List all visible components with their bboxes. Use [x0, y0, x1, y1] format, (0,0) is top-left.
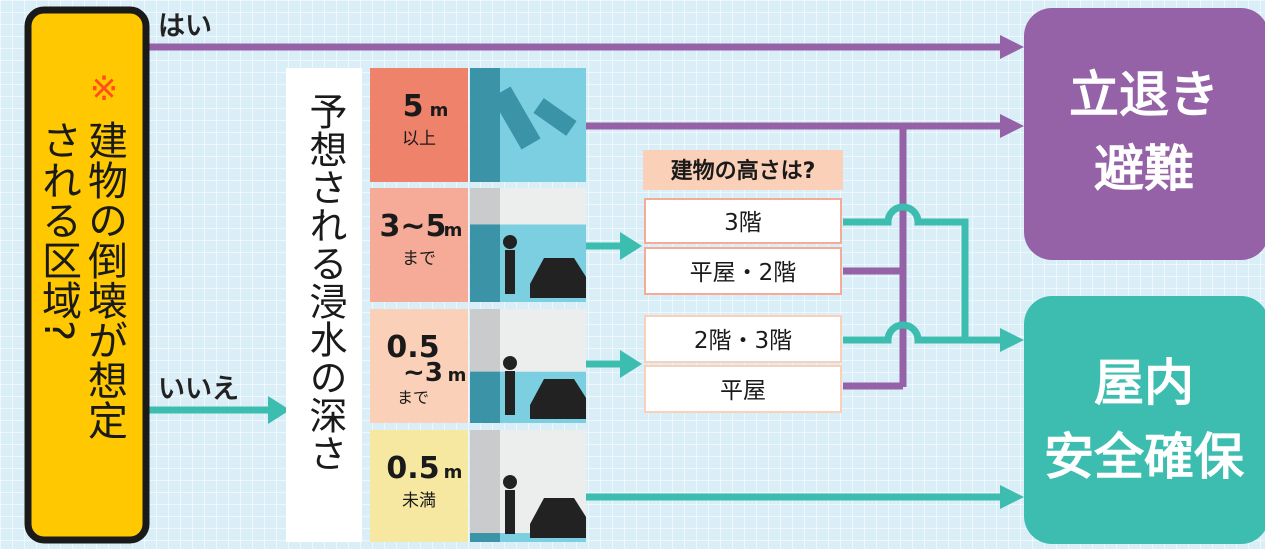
- arrow-yes: [1000, 35, 1024, 59]
- yes-label: はい: [158, 11, 212, 42]
- depth-illustration-2: [470, 309, 586, 423]
- submerged-building: [470, 371, 500, 423]
- car-icon: [530, 258, 586, 298]
- depth-illustration-1: [470, 188, 586, 302]
- outcome-evacuate: 立退き 避難: [1024, 8, 1265, 260]
- no-label: いいえ: [158, 374, 239, 405]
- car-icon: [530, 498, 586, 538]
- depth-suffix-0: 以上: [402, 129, 436, 149]
- question-box-frame: [24, 6, 150, 544]
- depth-value-3: 0.5: [386, 451, 439, 486]
- height-option-3f: [644, 198, 842, 244]
- floor23-line: [843, 321, 1005, 344]
- height-option-3f-label: 3階: [724, 210, 762, 236]
- depth-unit-2: m: [448, 365, 467, 386]
- floor3-line: [843, 203, 969, 338]
- question-line1: 建物の倒壊が想定: [81, 120, 128, 440]
- height-option-23f: [644, 315, 842, 363]
- outcome-indoor-line2: 安全確保: [1044, 428, 1245, 486]
- depth-unit-3: m: [444, 462, 463, 483]
- depth-label-bg: [286, 68, 362, 542]
- depth-illustration-3: [470, 430, 586, 542]
- arrow-indoor: [1000, 328, 1024, 352]
- outcome-indoor-box: [1024, 296, 1265, 544]
- water: [470, 533, 586, 542]
- depth-cell-3: [370, 430, 468, 542]
- depth-suffix-1: まで: [402, 249, 436, 269]
- submerged-building: [470, 224, 500, 302]
- depth-unit-1: m: [444, 220, 463, 241]
- outcome-evacuate-box: [1024, 8, 1265, 260]
- person-body: [505, 371, 515, 415]
- outcome-indoor-line1: 屋内: [1094, 354, 1194, 412]
- height-option-flat-label: 平屋: [720, 378, 766, 404]
- depth-illustration-0: [470, 68, 586, 182]
- arrowheads: [268, 35, 1024, 509]
- arrow-depth3-5: [620, 232, 642, 260]
- person-body: [505, 250, 515, 294]
- depth-value-0: 5: [403, 89, 424, 124]
- height-question-panel: 建物の高さは? 3階 平屋・2階 2階・3階 平屋: [643, 150, 843, 413]
- flow-lines: [146, 43, 1005, 501]
- depth-suffix-2: まで: [397, 388, 429, 407]
- height-option-23f-label: 2階・3階: [694, 328, 792, 354]
- height-option-flat2f: [644, 247, 842, 295]
- depth-value-2: 0.5: [386, 330, 439, 365]
- person-icon: [503, 235, 517, 249]
- debris: [491, 86, 541, 150]
- question-box: ※ 建物の倒壊が想定 される区域?: [24, 6, 150, 544]
- depth-label-panel: 予想される浸水の深さ: [286, 68, 362, 542]
- height-option-flat: [644, 365, 842, 413]
- height-question-bg: [643, 150, 843, 190]
- height-option-flat2f-label: 平屋・2階: [690, 260, 797, 286]
- depth-cell-1: [370, 188, 468, 302]
- depth-cell-2: [370, 309, 468, 423]
- depth-suffix-3: 未満: [402, 491, 436, 511]
- arrow-low: [1000, 485, 1024, 509]
- car-icon: [530, 379, 586, 419]
- alert-mark: ※: [90, 69, 119, 109]
- arrow-no: [268, 396, 290, 424]
- outcome-indoor: 屋内 安全確保: [1024, 296, 1265, 544]
- person-icon: [503, 356, 517, 370]
- debris: [533, 98, 577, 136]
- arrow-depth5: [1000, 114, 1024, 138]
- person-icon: [503, 475, 517, 489]
- depth-sub-2: ~3: [403, 358, 443, 388]
- outcome-evacuate-line2: 避難: [1094, 140, 1194, 198]
- question-line2: される区域?: [35, 120, 81, 341]
- depth-cell-0: [370, 68, 468, 182]
- depth-value-1: 3~5: [380, 209, 447, 244]
- submerged-building: [470, 533, 500, 542]
- arrow-depth0-3: [620, 350, 642, 378]
- building: [470, 430, 500, 542]
- submerged-building: [470, 68, 500, 182]
- depth-label: 予想される浸水の深さ: [303, 92, 347, 472]
- depth-unit-0: m: [430, 100, 449, 121]
- height-question: 建物の高さは?: [671, 158, 816, 184]
- person-body: [505, 490, 515, 534]
- outcome-evacuate-line1: 立退き: [1069, 66, 1219, 124]
